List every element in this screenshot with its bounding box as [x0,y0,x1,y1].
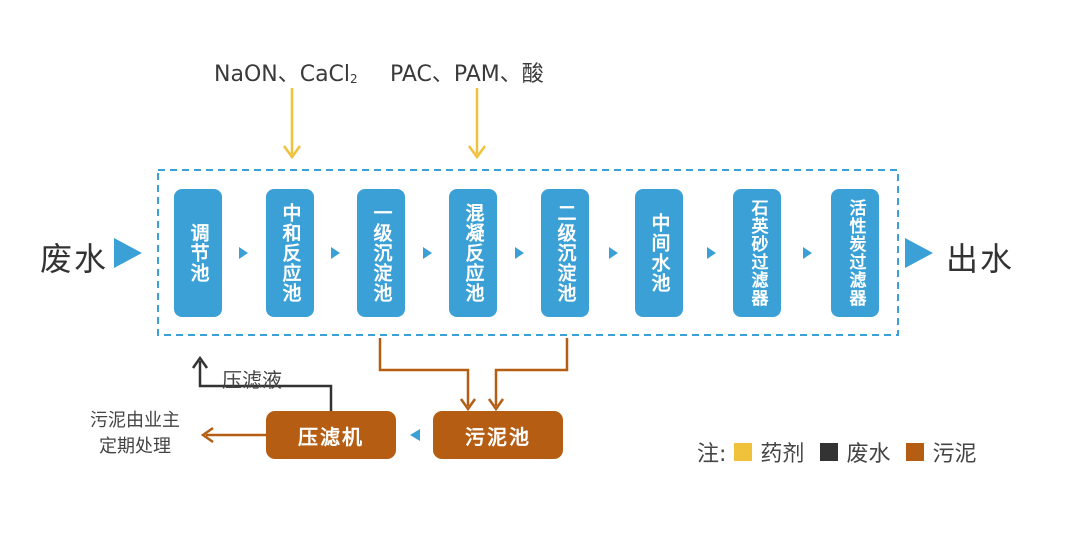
output-label: 出水 [946,240,1015,278]
process-arrows [239,247,812,259]
sludge-transfer-arrow-icon [410,429,420,441]
chemical-arrow-1 [282,88,302,160]
disposal-line-1: 污泥由业主 [90,410,180,431]
flow-arrow-icon [331,247,340,259]
legend-label-wastewater: 废水 [846,442,891,467]
treatment-boundary [157,169,899,336]
flow-arrow-icon [707,247,716,259]
legend-swatch-wastewater [820,443,839,461]
sludge-tank: 污泥池 [433,411,563,459]
chemical-label-1: NaON、CaCl2 [214,62,358,87]
legend-title: 注: [697,442,727,467]
input-arrow-icon [114,238,142,268]
step-neutralization-tank: 中和反应池 [266,189,314,317]
sludge-line-1 [378,338,477,412]
disposal-line-2: 定期处理 [99,436,171,457]
legend-swatch-sludge [906,443,925,461]
flow-arrow-icon [423,247,432,259]
legend: 注: 药剂 废水 污泥 [697,436,976,468]
filter-press: 压滤机 [266,411,396,459]
step-primary-settling-tank: 一级沉淀池 [357,189,405,317]
filtrate-return-line [191,355,333,411]
step-intermediate-tank: 中间水池 [635,189,683,317]
disposal-arrow [200,426,266,444]
legend-swatch-chemical [734,443,753,461]
legend-label-sludge: 污泥 [932,442,977,467]
chemical-label-2: PAC、PAM、酸 [390,62,544,87]
legend-label-chemical: 药剂 [760,442,805,467]
step-secondary-settling-tank: 二级沉淀池 [541,189,589,317]
flow-arrow-icon [239,247,248,259]
filtrate-label: 压滤液 [222,368,282,392]
step-quartz-sand-filter: 石英砂过滤器 [733,189,781,317]
flow-arrow-icon [609,247,618,259]
sludge-line-2 [487,338,569,412]
input-label: 废水 [40,240,109,278]
chemical-arrow-2 [467,88,487,160]
output-arrow-icon [905,238,933,268]
step-regulating-tank: 调节池 [174,189,222,317]
flow-arrow-icon [803,247,812,259]
flow-arrow-icon [515,247,524,259]
sludge-disposal-note: 污泥由业主 定期处理 [75,408,195,460]
step-activated-carbon-filter: 活性炭过滤器 [831,189,879,317]
step-coagulation-tank: 混凝反应池 [449,189,497,317]
